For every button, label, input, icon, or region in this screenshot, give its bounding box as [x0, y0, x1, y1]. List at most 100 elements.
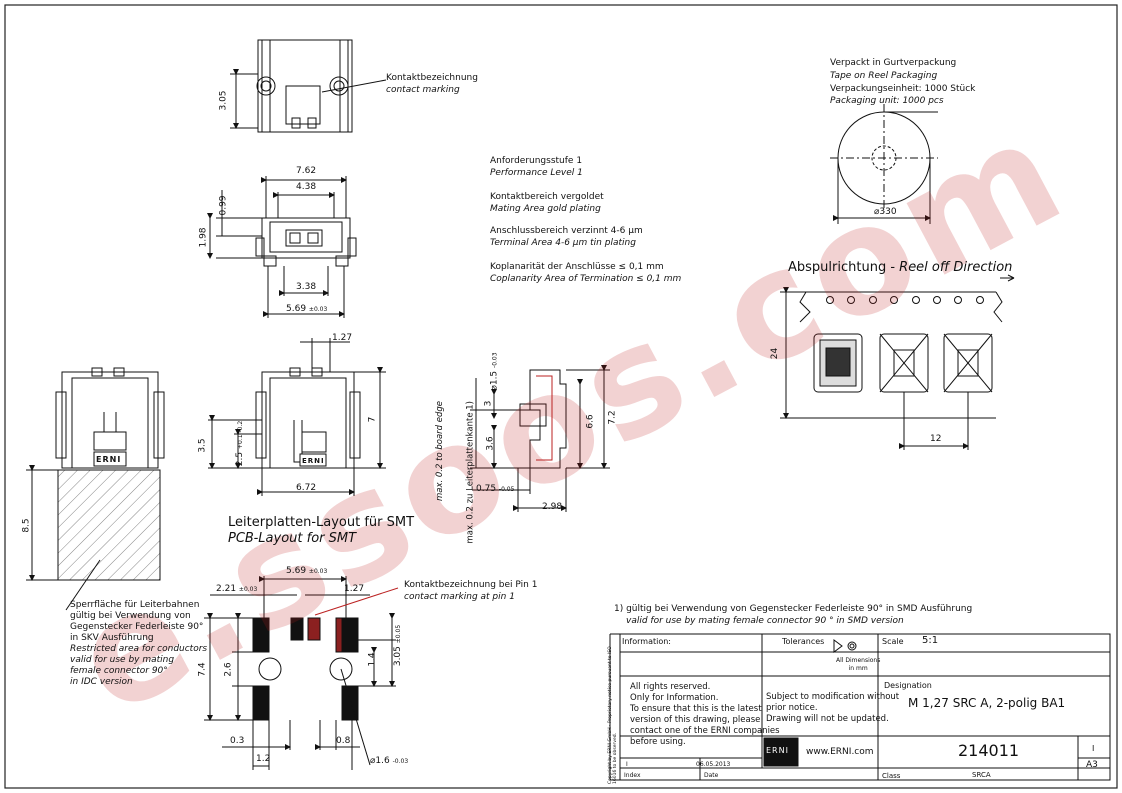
dim-66: 6.6: [585, 414, 596, 429]
tb-tolerances: Tolerances: [782, 637, 825, 646]
pcb-dim-03: 0.3: [230, 736, 245, 746]
pcb-dim-16: ⌀1.6 -0.03: [370, 756, 409, 766]
pcb-pad: [341, 617, 359, 653]
tb-date-label: Date: [704, 772, 719, 779]
dim-127: 1.27: [332, 333, 353, 343]
pcb-title: Leiterplatten-Layout für SMT: [228, 515, 415, 530]
terminal-label-en: Terminal Area 4-6 µm tin plating: [490, 238, 636, 248]
tb-number: 214011: [958, 741, 1020, 760]
coplanarity-label: Koplanarität der Anschlüsse ≤ 0,1 mm: [490, 262, 664, 272]
dim-338: 3.38: [296, 282, 317, 292]
title-block: [609, 633, 1111, 781]
pcb-dim-127: 1.27: [344, 584, 365, 594]
pcb-dim-305: 3.05 ±0.05: [393, 624, 404, 667]
tb-rev: I: [1092, 744, 1095, 753]
pcb-dim-12: 1.2: [256, 754, 271, 764]
pack-label-en: Tape on Reel Packaging: [830, 71, 938, 81]
side-profile: [470, 365, 610, 512]
mating-label: Kontaktbereich vergoldet: [490, 192, 604, 202]
contact-marking-label-en: contact marking: [386, 85, 460, 95]
tape-drawing: [780, 274, 1015, 450]
top-view: [230, 39, 387, 133]
side-view-middle: [208, 338, 386, 496]
dim-12: 12: [930, 434, 942, 444]
connector-logo-middle: ERNI: [302, 457, 325, 465]
tb-rights: All rights reserved.Only for Information…: [630, 682, 780, 747]
tb-index-val: I: [626, 761, 628, 768]
tolerance-symbol: [833, 639, 857, 653]
tb-sheet: A3: [1086, 760, 1098, 770]
dim-672: 6.72: [296, 483, 317, 493]
tb-class-value: SRCA: [972, 771, 991, 779]
pcb-pad: [290, 617, 304, 641]
restricted-area-note: Sperrfläche für Leiterbahnen gültig bei …: [70, 600, 208, 687]
pcb-layout: [204, 576, 399, 770]
front-view: [207, 176, 357, 318]
board-edge-label-en: max. 0.2 to board edge: [435, 401, 446, 502]
dim-298: 2.98: [542, 502, 563, 512]
dim-36: 3.6: [485, 436, 496, 451]
pcb-dim-08: 0.8: [336, 736, 351, 746]
tb-designation-label: Designation: [884, 681, 932, 690]
dim-reel-330: ⌀330: [874, 207, 897, 217]
dim-198: 1.98: [198, 227, 209, 248]
dim-762: 7.62: [296, 166, 317, 176]
dim-099: 0.99: [218, 195, 229, 216]
pin1-label-en: contact marking at pin 1: [404, 592, 515, 602]
pcb-dim-26: 2.6: [223, 662, 234, 677]
unit-label-en: Packaging unit: 1000 pcs: [830, 96, 944, 106]
contact-marking-label: Kontaktbezeichnung: [386, 73, 478, 83]
tb-index-label: Index: [624, 772, 641, 779]
coplanarity-label-en: Coplanarity Area of Termination ≤ 0,1 mm: [490, 274, 682, 284]
pcb-dim-569: 5.69 ±0.03: [286, 566, 328, 576]
pcb-dim-14: 1.4: [367, 652, 378, 667]
pcb-pad: [341, 685, 359, 721]
dim-3: 3: [483, 400, 494, 407]
side-view-left: [26, 367, 165, 611]
board-edge-label: max. 0.2 zu Leiterplattenkante 1): [465, 401, 476, 544]
pcb-title-en: PCB-Layout for SMT: [228, 531, 357, 546]
reel-off-heading: Abspulrichtung - Reel off Direction: [788, 260, 1013, 275]
dim-075: 0.75 -0.05: [476, 484, 515, 494]
dim-25: 2.5 +0.1 -0.2: [235, 420, 246, 467]
tb-class-label: Class: [882, 772, 901, 780]
footnote-en: valid for use by mating female connector…: [626, 616, 904, 626]
mating-label-en: Mating Area gold plating: [490, 204, 601, 214]
dim-569: 5.69 ±0.03: [286, 304, 328, 314]
pcb-pad-pin1: [307, 617, 321, 641]
perf-label: Anforderungsstufe 1: [490, 156, 583, 166]
sprocket-holes: [826, 296, 984, 304]
unit-label: Verpackungseinheit: 1000 Stück: [830, 84, 976, 94]
pack-label: Verpackt in Gurtverpackung: [830, 58, 957, 68]
dim-305: 3.05: [218, 90, 229, 111]
tb-scale-label: Scale: [882, 637, 904, 646]
tb-designation: M 1,27 SRC A, 2-polig BA1: [908, 696, 1066, 710]
tb-information: Information:: [622, 637, 672, 646]
tb-website: www.ERNI.com: [806, 747, 874, 757]
footnote: 1) gültig bei Verwendung von Gegenstecke…: [614, 604, 973, 614]
dim-24: 24: [770, 347, 781, 360]
tb-date-val: 06.05.2013: [696, 761, 731, 768]
connector-logo-left: ERNI: [96, 455, 122, 464]
tb-copyright: Copyright by ERNI GmbH · Proprietary not…: [608, 646, 618, 784]
dim-15: ⌀1.5 -0.03: [489, 352, 500, 391]
pcb-dim-221: 2.21 ±0.03: [216, 584, 258, 594]
tb-logo: ERNI: [766, 746, 789, 755]
dim-35: 3.5: [197, 438, 208, 453]
tb-scale-value: 5:1: [922, 635, 939, 646]
terminal-label: Anschlussbereich verzinnt 4-6 µm: [490, 226, 643, 236]
dim-72: 7.2: [607, 410, 618, 425]
pcb-pad: [252, 617, 270, 653]
pin1-label: Kontaktbezeichnung bei Pin 1: [404, 580, 538, 590]
reel-drawing: [830, 104, 938, 224]
pcb-pad: [252, 685, 270, 721]
dim-85: 8.5: [21, 518, 32, 533]
perf-label-en: Performance Level 1: [490, 168, 583, 178]
dim-438: 4.38: [296, 182, 317, 192]
dim-7: 7: [367, 416, 378, 423]
sheet-border: [4, 4, 1118, 789]
